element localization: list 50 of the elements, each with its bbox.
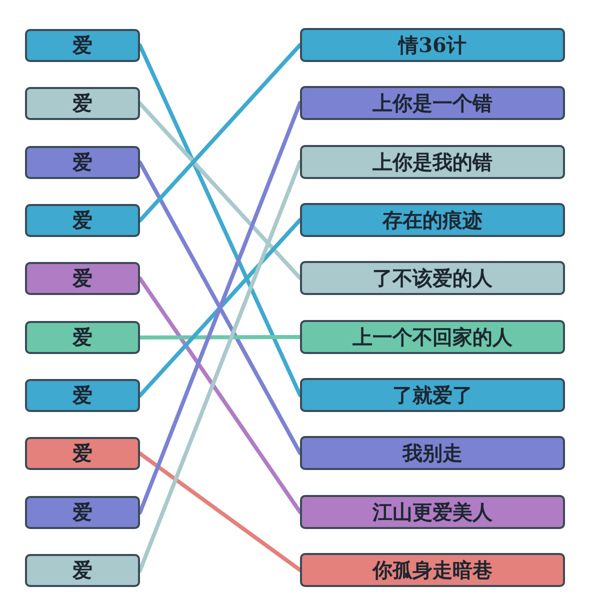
- answer-text: 爱: [72, 440, 92, 467]
- answer-box: [25, 87, 140, 120]
- answer-box: [300, 86, 565, 120]
- answer-text: 我别走: [402, 440, 462, 466]
- answer-box: [300, 261, 565, 295]
- answer-box: [25, 204, 140, 237]
- answer-text: 上你是一个错: [372, 90, 492, 116]
- answer-text: 上一个不回家的人: [352, 324, 512, 350]
- answer-text: 爱: [72, 382, 92, 409]
- answer-box: [25, 496, 140, 529]
- connecting-line: [138, 101, 302, 514]
- answer-text: 爱: [72, 32, 92, 59]
- answer-text: 爱: [72, 149, 92, 176]
- connecting-line: [138, 102, 302, 280]
- answer-box: [300, 145, 565, 179]
- answer-box: [300, 320, 565, 354]
- answer-box: [300, 553, 565, 587]
- answer-box: [25, 321, 140, 354]
- answer-box: [300, 28, 565, 62]
- answer-text: 江山更爱美人: [372, 498, 492, 526]
- connecting-line: [138, 160, 302, 455]
- answer-text: 了不该爱的人: [372, 264, 492, 292]
- answer-box: [300, 436, 565, 470]
- answer-text: 爱: [72, 265, 92, 292]
- answer-box: [25, 437, 140, 470]
- answer-text: 爱: [72, 90, 92, 117]
- answer-box: [300, 378, 565, 412]
- answer-text: 你孤身走暗巷: [372, 556, 492, 584]
- answer-text: 爱: [72, 557, 92, 584]
- connecting-line: [138, 452, 302, 572]
- answer-box: [25, 379, 140, 412]
- answer-text: 了就爱了: [392, 382, 472, 408]
- answer-text: 上你是我的错: [372, 148, 492, 176]
- answer-box: [300, 495, 565, 529]
- answer-box: [25, 262, 140, 295]
- answer-box: [25, 554, 140, 587]
- connecting-line: [138, 44, 302, 397]
- connecting-line: [138, 43, 302, 222]
- answer-text: 爱: [72, 207, 92, 234]
- answer-text: 爱: [72, 499, 92, 526]
- answer-box: [25, 29, 140, 62]
- answer-box: [300, 203, 565, 237]
- connecting-line: [138, 276, 302, 514]
- answer-text: 情36计: [398, 32, 466, 58]
- connecting-line: [138, 335, 302, 340]
- answer-box: [25, 146, 140, 179]
- connecting-line: [138, 218, 302, 398]
- answer-text: 存在的痕迹: [382, 206, 482, 234]
- answer-text: 爱: [72, 324, 92, 351]
- connecting-line: [138, 160, 302, 572]
